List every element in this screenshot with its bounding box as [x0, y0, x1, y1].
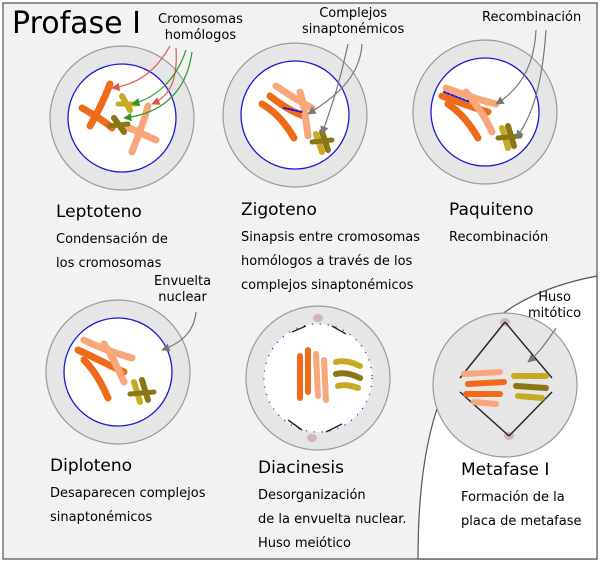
- annotation-arrow: [307, 43, 363, 115]
- stage-diploteno: Diploteno Desaparecen complejos sinapton…: [50, 456, 206, 530]
- synaptonemal-complex: [443, 91, 471, 103]
- chromosome: [120, 122, 160, 144]
- chromosome: [513, 383, 549, 391]
- diagram-title: Profase I: [12, 6, 142, 41]
- annotation-arrow: [515, 29, 547, 139]
- stage-description: Desorganización de la envuelta nuclear. …: [258, 488, 407, 551]
- chromosome: [127, 389, 157, 397]
- chromosome: [465, 379, 507, 387]
- cell-leptoteno: [49, 45, 195, 191]
- stage-description: Sinapsis entre cromosomas homólogos a tr…: [241, 230, 421, 293]
- spindle-fiber: [459, 391, 510, 437]
- annotation-spindle: Huso mitótico: [528, 290, 582, 321]
- stage-zigoteno: Zigoteno Sinapsis entre cromosomas homól…: [241, 200, 420, 298]
- annotation-envelope: Envuelta nuclear: [154, 274, 212, 305]
- chromosome: [309, 137, 335, 145]
- homologous-arrow: [123, 51, 193, 122]
- stage-leptoteno: Leptoteno Condensación de los cromosomas: [56, 202, 168, 276]
- chromosome: [321, 357, 329, 403]
- spindle-pole: [313, 314, 323, 322]
- spindle-fiber: [331, 325, 347, 335]
- homologous-arrow: [111, 45, 171, 92]
- nuclear-envelope: [67, 63, 177, 173]
- homologous-arrow: [151, 47, 177, 105]
- chromosome: [80, 356, 112, 402]
- stage-description: Recombinación: [449, 230, 549, 245]
- spindle-fiber: [504, 321, 553, 379]
- stage-name: Paquiteno: [449, 200, 534, 220]
- spindle-fiber: [508, 391, 553, 437]
- chromosome: [444, 100, 482, 142]
- stage-name: Metafase I: [461, 460, 550, 480]
- chromosome: [462, 88, 496, 136]
- cell-diploteno: [45, 299, 197, 445]
- cell-diacinesis: [245, 305, 391, 451]
- chromosome: [128, 102, 152, 156]
- stage-description: Condensación de los cromosomas: [56, 232, 168, 271]
- chromosome: [313, 351, 321, 399]
- stage-paquiteno: Paquiteno Recombinación: [449, 200, 548, 250]
- annotation-arrow: [495, 29, 537, 105]
- spindle-pole: [307, 434, 317, 442]
- stage-name: Diploteno: [50, 456, 133, 476]
- cell-metafase: [432, 312, 578, 458]
- chromosome: [471, 399, 499, 407]
- stage-description: Desaparecen complejos sinaptonémicos: [50, 486, 206, 525]
- stage-name: Leptoteno: [56, 202, 142, 222]
- chromosome: [296, 88, 312, 140]
- annotation-synaptonemal: Complejos sinaptonémicos: [302, 6, 405, 37]
- stage-description: Formación de la placa de metafase: [461, 490, 582, 529]
- annotation-arrow: [161, 311, 197, 352]
- chromosome: [335, 382, 361, 391]
- spindle-fiber: [287, 419, 303, 431]
- spindle-fiber: [459, 321, 506, 379]
- spindle-fiber: [325, 423, 343, 433]
- chromosome: [333, 358, 363, 369]
- chromosome: [333, 370, 363, 381]
- stage-metafase: Metafase I Formación de la placa de meta…: [461, 460, 582, 534]
- chromosome: [86, 80, 114, 130]
- annotation-recombination: Recombinación: [482, 10, 582, 25]
- annotation-arrow: [527, 327, 557, 363]
- homologous-arrow: [131, 49, 187, 107]
- annotation-homologous: Cromosomas homólogos: [158, 12, 243, 43]
- stage-diacinesis: Diacinesis Desorganización de la envuelt…: [258, 458, 407, 556]
- cell-zigoteno: [222, 42, 368, 188]
- spindle-fiber: [291, 325, 307, 333]
- chromosome: [461, 369, 503, 377]
- chromosome: [258, 100, 298, 142]
- annotation-arrow: [320, 43, 349, 135]
- stage-name: Diacinesis: [258, 458, 344, 478]
- stage-name: Zigoteno: [241, 200, 317, 220]
- cell-paquiteno: [412, 29, 558, 185]
- chromosome: [139, 377, 151, 403]
- chromosome: [100, 340, 128, 386]
- chromosome: [107, 121, 131, 129]
- synaptonemal-complex: [283, 107, 303, 113]
- chromosome: [515, 393, 545, 401]
